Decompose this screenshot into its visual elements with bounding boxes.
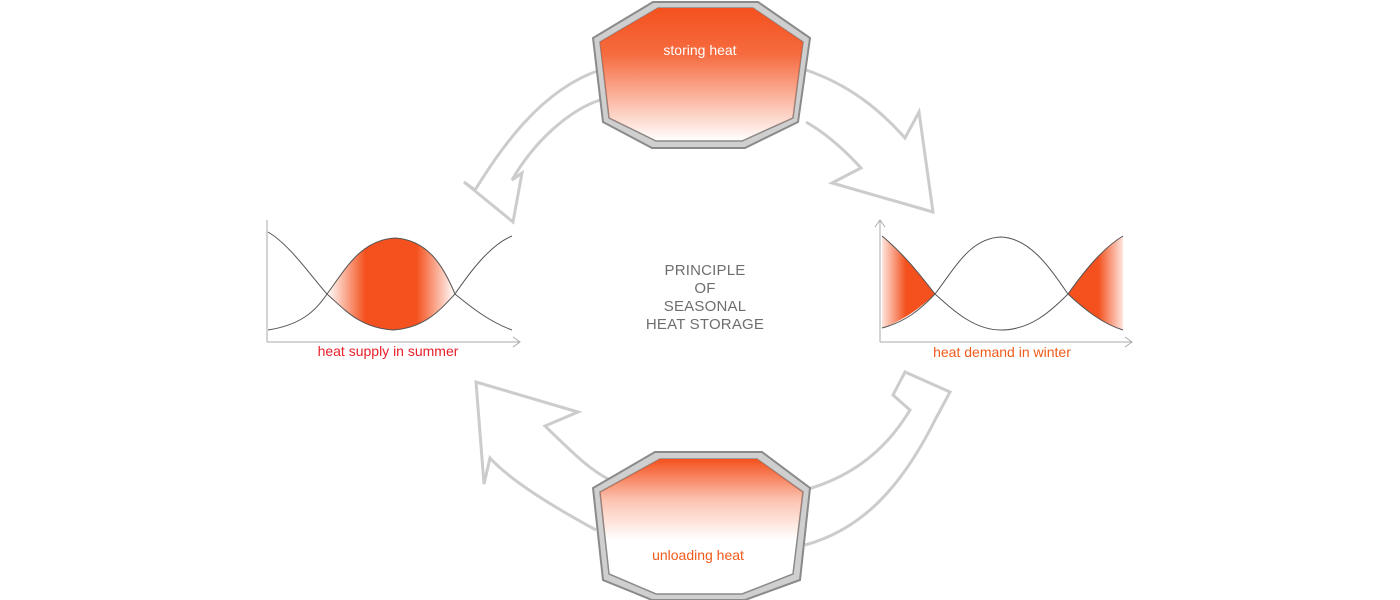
demand-graph-label: heat demand in winter (933, 344, 1071, 360)
demand-curve-trough (881, 235, 1124, 331)
title-line-1: PRINCIPLE (664, 262, 746, 279)
demand-graph (874, 219, 1133, 348)
demand-curve-bell (881, 236, 1124, 331)
supply-curve-trough (267, 231, 513, 331)
arrow-bottom-right (804, 370, 953, 547)
demand-heat-area-right (1068, 236, 1123, 330)
title-line-3: SEASONAL (663, 298, 747, 315)
arrow-bottom-left (474, 379, 611, 532)
storage-tank-bottom (591, 451, 812, 600)
supply-curve-bell (267, 235, 513, 331)
storing-heat-label: storing heat (663, 42, 737, 58)
cycle-arrows (463, 68, 953, 547)
arrow-top-left (463, 68, 601, 225)
arrow-top-right (805, 68, 935, 215)
unloading-heat-label: unloading heat (652, 547, 744, 563)
supply-graph-label: heat supply in summer (317, 343, 459, 359)
diagram-title: PRINCIPLE OF SEASONAL HEAT STORAGE (600, 262, 810, 334)
demand-heat-area-left (882, 236, 935, 328)
supply-graph (266, 220, 521, 348)
title-line-4: HEAT STORAGE (645, 316, 765, 333)
title-line-2: OF (694, 280, 716, 297)
storage-tank-top (591, 0, 812, 149)
supply-heat-area (327, 238, 455, 330)
